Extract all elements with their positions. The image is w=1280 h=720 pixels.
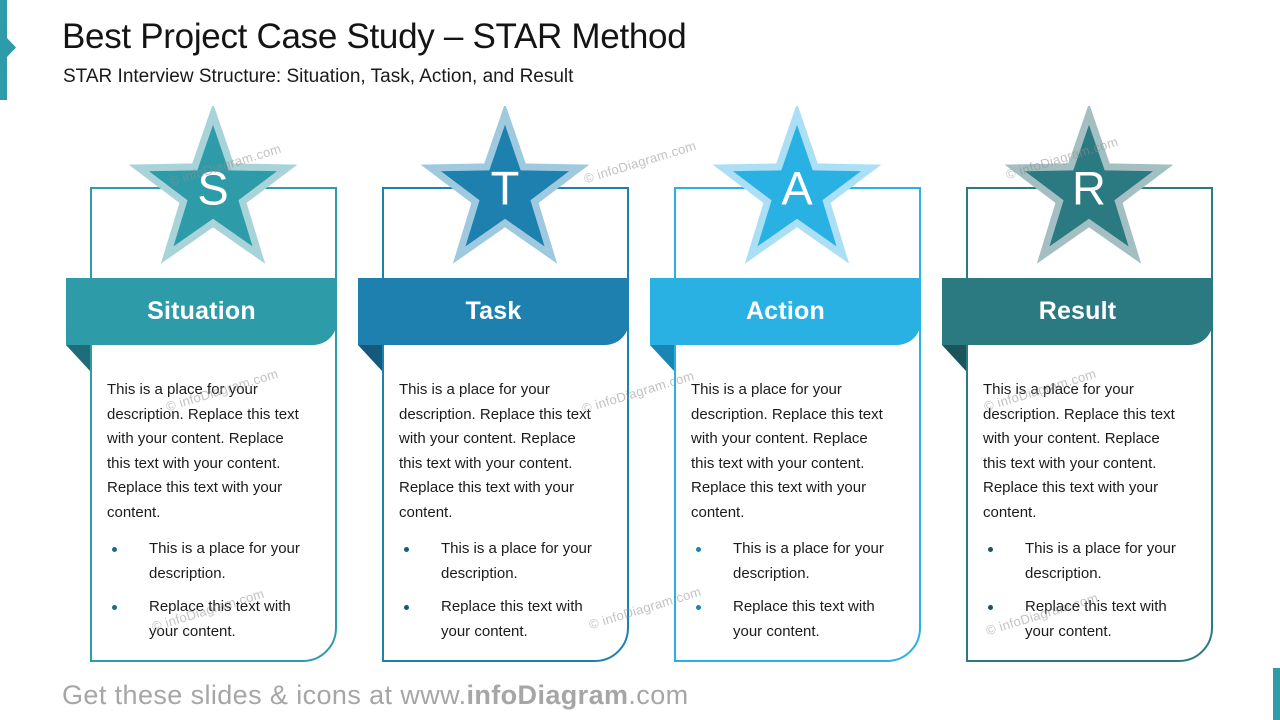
bullet-list: This is a place for your description. Re… (983, 537, 1185, 644)
footer-brand: infoDiagram (466, 680, 629, 710)
column-header-result: Result (942, 278, 1213, 345)
column-header-task: Task (358, 278, 629, 345)
column-header-label: Result (1038, 297, 1117, 325)
column-header-label: Task (465, 297, 522, 325)
star-column-situation: S Situation This is a place for your des… (66, 106, 337, 670)
footer-prefix: Get these slides & icons at www. (62, 680, 467, 710)
star-letter: S (197, 162, 228, 215)
card-action (674, 187, 921, 662)
slide-accent-bar-bottom (1273, 668, 1280, 720)
column-body: This is a place for your description. Re… (983, 378, 1185, 653)
bullet-list: This is a place for your description. Re… (107, 537, 309, 644)
star-icon-s: S (128, 106, 298, 264)
column-header-situation: Situation (66, 278, 337, 345)
slide-accent-arrow-icon (7, 38, 16, 57)
star-column-result: R Result This is a place for your descri… (942, 106, 1213, 670)
description-paragraph: This is a place for your description. Re… (691, 381, 883, 521)
footer-suffix: .com (628, 680, 689, 710)
star-column-action: A Action This is a place for your descri… (650, 106, 921, 670)
slide-accent-bar-top (0, 0, 7, 100)
bullet-item: This is a place for your description. (691, 537, 893, 586)
card-result (966, 187, 1213, 662)
column-body: This is a place for your description. Re… (691, 378, 893, 653)
column-header-label: Action (746, 297, 825, 325)
bullet-item: Replace this text with your content. (983, 595, 1185, 644)
card-situation (90, 187, 337, 662)
bullet-item: This is a place for your description. (107, 537, 309, 586)
bullet-item: Replace this text with your content. (399, 595, 601, 644)
star-icon-a: A (712, 106, 882, 264)
ribbon-fold (650, 345, 674, 371)
star-icon-t: T (420, 106, 590, 264)
footer-credit: Get these slides & icons at www.infoDiag… (62, 680, 689, 711)
star-letter: A (781, 162, 813, 215)
description-paragraph: This is a place for your description. Re… (107, 381, 299, 521)
column-header-action: Action (650, 278, 921, 345)
bullet-list: This is a place for your description. Re… (691, 537, 893, 644)
description-paragraph: This is a place for your description. Re… (983, 381, 1175, 521)
bullet-item: This is a place for your description. (399, 537, 601, 586)
bullet-list: This is a place for your description. Re… (399, 537, 601, 644)
ribbon-fold (942, 345, 966, 371)
ribbon-fold (66, 345, 90, 371)
star-icon-r: R (1004, 106, 1174, 264)
description-paragraph: This is a place for your description. Re… (399, 381, 591, 521)
bullet-item: Replace this text with your content. (691, 595, 893, 644)
star-letter: R (1072, 162, 1106, 215)
column-body: This is a place for your description. Re… (399, 378, 601, 653)
bullet-item: This is a place for your description. (983, 537, 1185, 586)
bullet-item: Replace this text with your content. (107, 595, 309, 644)
card-task (382, 187, 629, 662)
star-column-task: T Task This is a place for your descript… (358, 106, 629, 670)
column-body: This is a place for your description. Re… (107, 378, 309, 653)
slide-subtitle: STAR Interview Structure: Situation, Tas… (63, 66, 574, 87)
column-header-label: Situation (147, 297, 256, 325)
slide-title: Best Project Case Study – STAR Method (62, 17, 687, 56)
ribbon-fold (358, 345, 382, 371)
star-letter: T (491, 162, 520, 215)
